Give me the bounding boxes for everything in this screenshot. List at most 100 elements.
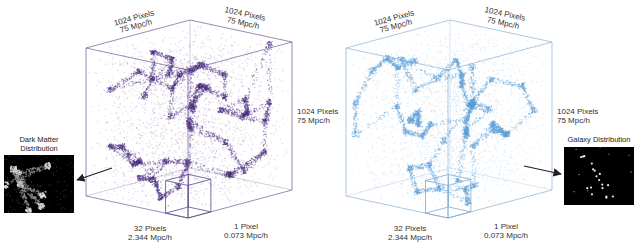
matter-particle	[183, 101, 184, 102]
matter-particle	[253, 82, 254, 83]
matter-particle	[162, 84, 163, 85]
matter-particle	[205, 169, 206, 170]
matter-particle	[130, 105, 131, 106]
matter-particle	[203, 57, 204, 58]
matter-particle	[234, 77, 235, 78]
matter-particle	[262, 97, 263, 98]
matter-particle	[143, 123, 144, 124]
matter-particle	[184, 86, 185, 87]
matter-particle	[206, 169, 207, 170]
matter-particle	[123, 72, 124, 73]
matter-particle	[216, 78, 217, 79]
matter-particle	[223, 165, 224, 166]
matter-particle	[212, 101, 213, 102]
matter-particle	[178, 66, 179, 67]
matter-particle	[269, 161, 270, 162]
matter-particle	[190, 173, 191, 174]
matter-particle	[272, 96, 273, 97]
matter-particle	[152, 121, 153, 122]
matter-particle	[195, 132, 196, 133]
matter-particle	[277, 110, 278, 111]
matter-particle	[242, 62, 243, 63]
matter-particle	[172, 184, 173, 185]
matter-particle	[133, 150, 134, 151]
matter-particle	[185, 172, 186, 173]
matter-particle	[213, 150, 214, 151]
matter-particle	[99, 132, 100, 133]
matter-particle	[152, 111, 153, 112]
matter-particle	[264, 165, 265, 166]
matter-particle	[211, 98, 212, 99]
matter-particle	[118, 123, 119, 124]
matter-particle	[198, 160, 199, 161]
matter-particle	[193, 152, 194, 153]
matter-particle	[247, 190, 248, 191]
matter-particle	[245, 60, 246, 61]
matter-particle	[167, 111, 168, 112]
matter-particle	[140, 120, 141, 121]
matter-particle	[238, 91, 239, 92]
matter-particle	[127, 98, 128, 99]
matter-particle	[200, 114, 201, 115]
matter-particle	[143, 186, 144, 187]
matter-particle	[209, 74, 210, 75]
matter-particle	[143, 89, 144, 90]
matter-particle	[150, 42, 151, 43]
matter-particle	[210, 126, 211, 127]
matter-particle	[157, 158, 158, 159]
matter-particle	[183, 47, 184, 48]
matter-particle	[127, 139, 128, 140]
matter-particle	[206, 127, 207, 128]
matter-particle	[168, 151, 169, 152]
matter-particle	[132, 88, 133, 89]
matter-particle	[154, 87, 155, 88]
matter-particle	[194, 135, 195, 136]
matter-particle	[168, 49, 169, 50]
matter-particle	[184, 178, 185, 179]
matter-particle	[154, 117, 155, 118]
matter-particle	[164, 110, 165, 111]
matter-particle	[157, 101, 158, 102]
matter-particle	[279, 126, 280, 127]
matter-particle	[253, 134, 254, 135]
matter-particle	[228, 102, 229, 103]
matter-particle	[246, 186, 247, 187]
matter-particle	[169, 50, 170, 51]
matter-particle	[207, 181, 208, 182]
matter-particle	[209, 109, 210, 110]
matter-particle	[205, 54, 206, 55]
matter-particle	[216, 110, 217, 111]
matter-particle	[228, 52, 229, 53]
matter-particle	[172, 112, 173, 113]
matter-particle	[236, 162, 237, 163]
matter-particle	[210, 78, 211, 79]
matter-particle	[197, 26, 198, 27]
matter-particle	[233, 84, 234, 85]
matter-particle	[159, 144, 160, 145]
matter-particle	[282, 118, 283, 119]
matter-particle	[250, 86, 251, 87]
matter-particle	[207, 110, 208, 111]
matter-particle	[113, 171, 114, 172]
matter-particle	[113, 176, 114, 177]
matter-particle	[252, 72, 253, 73]
matter-particle	[131, 118, 132, 119]
matter-particle	[174, 62, 175, 63]
matter-particle	[231, 89, 232, 90]
matter-particle	[251, 175, 252, 176]
matter-particle	[269, 66, 270, 67]
matter-particle	[114, 164, 115, 165]
matter-particle	[132, 197, 133, 198]
matter-particle	[131, 170, 132, 171]
matter-particle	[127, 132, 128, 133]
matter-particle	[171, 176, 172, 177]
matter-particle	[170, 174, 171, 175]
matter-particle	[170, 170, 171, 171]
matter-particle	[141, 186, 142, 187]
matter-particle	[156, 141, 157, 142]
matter-particle	[116, 89, 117, 90]
matter-particle	[220, 128, 221, 129]
matter-particle	[179, 89, 180, 90]
matter-particle	[208, 58, 209, 59]
matter-particle	[202, 180, 203, 181]
